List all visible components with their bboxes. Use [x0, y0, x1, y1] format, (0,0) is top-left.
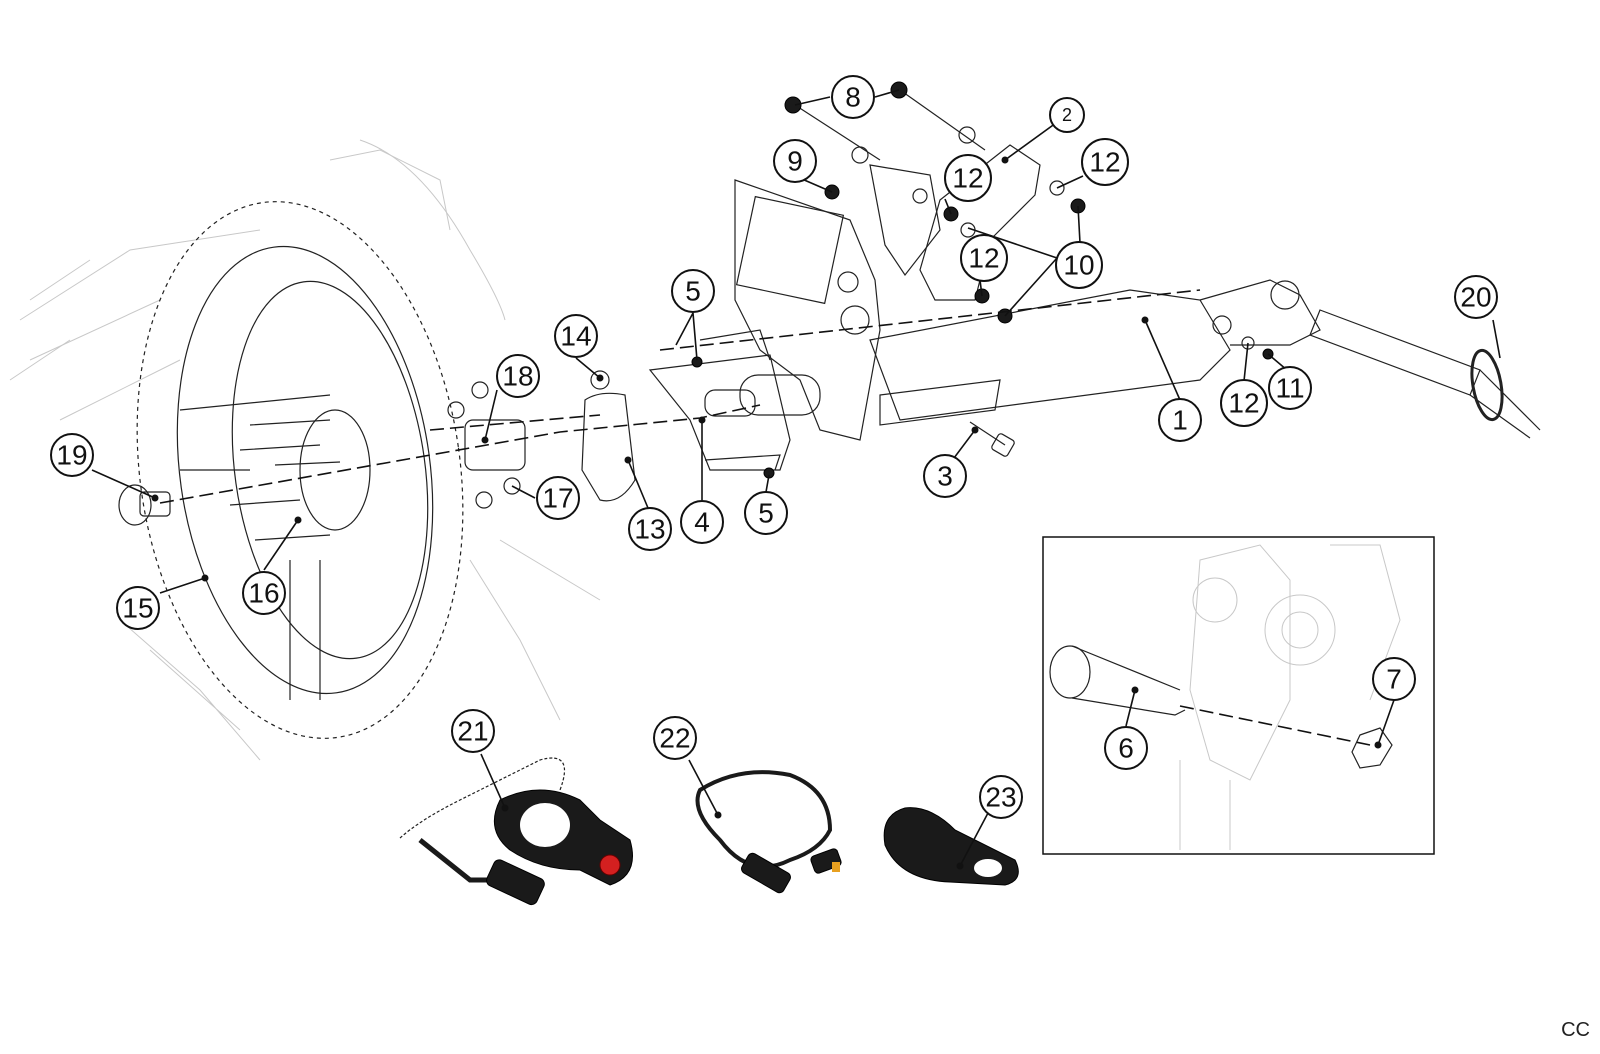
callout-1: 1: [1158, 398, 1202, 442]
callout-7: 7: [1372, 657, 1416, 701]
callout-21: 21: [451, 709, 495, 753]
mounting-bracket: [648, 329, 791, 471]
callout-label: 7: [1386, 664, 1402, 695]
callout-label: 10: [1063, 250, 1094, 281]
callout-label: 14: [560, 321, 591, 352]
column-housing: [704, 179, 1231, 441]
extension-cable: [695, 770, 842, 894]
callout-label: 9: [787, 146, 803, 177]
horn-cap: [118, 484, 171, 526]
callout-12-d: 12: [1220, 379, 1268, 427]
callout-label: 2: [1062, 105, 1072, 125]
column-clamp: [581, 370, 636, 502]
callout-19: 19: [50, 433, 94, 477]
callout-3: 3: [923, 454, 967, 498]
hub-adapter: [447, 381, 526, 509]
callout-label: 12: [968, 243, 999, 274]
callout-16: 16: [242, 571, 286, 615]
callout-12-b: 12: [1081, 138, 1129, 186]
callout-label: 15: [122, 593, 153, 624]
callout-6: 6: [1104, 726, 1148, 770]
inset-detail: [1042, 536, 1435, 855]
steering-wheel: [136, 201, 464, 739]
callout-8: 8: [831, 75, 875, 119]
upper-bracket: [784, 81, 1086, 324]
callout-label: 21: [457, 716, 488, 747]
callout-label: 16: [248, 578, 279, 609]
horn-harness: [399, 757, 633, 906]
leader-dots: [151, 156, 1382, 870]
callout-label: 19: [56, 440, 87, 471]
callout-12-a: 12: [944, 154, 992, 202]
callout-label: 18: [502, 361, 533, 392]
callout-label: 20: [1460, 282, 1491, 313]
pinch-bolt: [969, 421, 1015, 457]
callout-17: 17: [536, 476, 580, 520]
callout-label: 3: [937, 461, 953, 492]
callout-label: 4: [694, 507, 710, 538]
callout-23: 23: [979, 775, 1023, 819]
background-chassis: [9, 139, 601, 761]
callout-10: 10: [1055, 241, 1103, 289]
callout-label: 12: [952, 163, 983, 194]
callout-15: 15: [116, 586, 160, 630]
callout-13: 13: [628, 507, 672, 551]
hub-bolts: [229, 419, 341, 541]
callout-label: 17: [542, 483, 573, 514]
callout-12-c: 12: [960, 234, 1008, 282]
callout-label: 23: [985, 782, 1016, 813]
callout-label: 5: [758, 498, 774, 529]
callout-11: 11: [1268, 366, 1312, 410]
callout-label: 8: [845, 82, 861, 113]
callout-label: 13: [634, 514, 665, 545]
callout-label: 11: [1275, 373, 1304, 404]
callout-20: 20: [1454, 275, 1498, 319]
corner-code: CC: [1561, 1019, 1590, 1041]
callout-18: 18: [496, 354, 540, 398]
callout-5-lower: 5: [744, 491, 788, 535]
callout-4: 4: [680, 500, 724, 544]
callout-label: 12: [1228, 388, 1259, 419]
p-clip: [883, 807, 1019, 886]
callout-22: 22: [653, 716, 697, 760]
callout-label: 5: [685, 276, 701, 307]
callout-2: 2: [1049, 97, 1085, 133]
callout-5-upper: 5: [671, 269, 715, 313]
callout-label: 1: [1172, 405, 1188, 436]
callout-label: 22: [659, 723, 690, 754]
callout-label: 6: [1118, 733, 1134, 764]
intermediate-shaft: [1199, 279, 1541, 439]
callout-14: 14: [554, 314, 598, 358]
assembly-axes: [159, 289, 1201, 504]
callout-label: 12: [1089, 147, 1120, 178]
callout-9: 9: [773, 139, 817, 183]
